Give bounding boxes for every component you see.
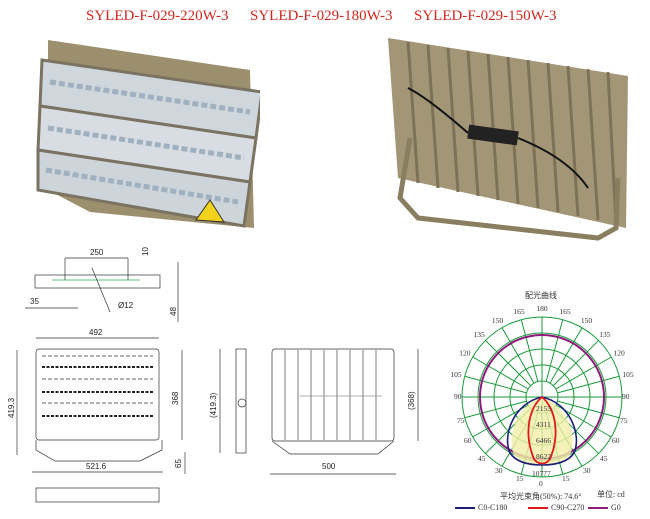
- angle-label: 180: [536, 304, 548, 313]
- unit-label: 单位: cd: [597, 490, 625, 499]
- back-product-photo: [388, 38, 628, 241]
- dim-250: 250: [90, 248, 104, 257]
- angle-label: 150: [581, 316, 593, 325]
- grid-spoke: [472, 356, 529, 390]
- legend-label: C0-C180: [478, 503, 508, 512]
- technical-drawing: 250 10 35 Ø12 48 492 419.3 368 521.6 65: [7, 247, 419, 503]
- angle-label: 60: [464, 436, 472, 445]
- angle-label: 15: [516, 474, 524, 483]
- angle-label: 45: [478, 454, 486, 463]
- grid-spoke: [549, 327, 583, 384]
- dim-368: 368: [171, 391, 180, 405]
- angle-label: 150: [492, 316, 504, 325]
- angle-label: 165: [513, 307, 525, 316]
- ring-value: 10777: [532, 469, 551, 478]
- angle-label: 165: [559, 307, 571, 316]
- angle-label: 15: [562, 474, 570, 483]
- model-title-150w: SYLED-F-029-150W-3: [414, 8, 557, 24]
- dim-48: 48: [169, 307, 178, 316]
- polar-title: 配光曲线: [525, 291, 557, 300]
- grid-spoke: [464, 400, 527, 419]
- dim-35: 35: [30, 297, 39, 306]
- dim-419: 419.3: [7, 397, 16, 418]
- angle-label: 60: [612, 436, 620, 445]
- angle-label: 120: [613, 349, 625, 358]
- angle-label: 45: [600, 454, 608, 463]
- grid-spoke: [555, 356, 612, 390]
- grid-spoke: [464, 375, 527, 394]
- ring-value: 6466: [536, 436, 551, 445]
- angle-label: 120: [459, 349, 471, 358]
- dim-side-419: (419.3): [209, 392, 218, 418]
- dim-65: 65: [174, 459, 183, 468]
- ring-value: 8622: [536, 452, 551, 461]
- angle-label: 105: [450, 370, 462, 379]
- grid-spoke: [552, 340, 599, 387]
- beam-angle: 平均光束角(50%): 74.6°: [500, 492, 582, 501]
- c0-c180-curve: [506, 396, 578, 466]
- back-view: 500 (368): [270, 348, 419, 475]
- grid-spoke: [501, 327, 535, 384]
- beam-fill: [511, 397, 573, 465]
- angle-label: 135: [599, 330, 611, 339]
- front-view: 492 419.3 368 521.6 65: [7, 328, 186, 503]
- front-product-photo: [36, 40, 260, 228]
- angle-label: 30: [583, 466, 591, 475]
- grid-spoke: [520, 319, 539, 382]
- dim-back-368: (368): [407, 391, 416, 410]
- c90-c270-curve: [527, 395, 557, 465]
- top-view: 250 10 35 Ø12 48: [25, 247, 179, 322]
- angle-label: 135: [473, 330, 485, 339]
- legend-label: G0: [611, 503, 621, 512]
- ring-value: 2155: [536, 404, 551, 413]
- legend-c90: C90-C270: [528, 503, 584, 512]
- angle-label: 30: [495, 466, 503, 475]
- legend-c0: C0-C180: [455, 503, 507, 512]
- model-title-180w: SYLED-F-029-180W-3: [250, 8, 393, 24]
- angle-label: 0: [539, 479, 543, 488]
- dim-10: 10: [141, 247, 150, 256]
- dim-hole: Ø12: [118, 301, 134, 310]
- angle-label: 75: [457, 416, 465, 425]
- dim-492: 492: [89, 328, 103, 337]
- legend-label: C90-C270: [551, 503, 585, 512]
- dim-521: 521.6: [86, 462, 107, 471]
- dim-500: 500: [322, 462, 336, 471]
- grid-spoke: [557, 400, 620, 419]
- grid-spoke: [545, 319, 564, 382]
- ring-value: 4311: [536, 420, 551, 429]
- angle-label: 105: [622, 370, 634, 379]
- angle-label: 90: [454, 392, 462, 401]
- model-title-220w: SYLED-F-029-220W-3: [86, 8, 229, 24]
- grid-spoke: [557, 375, 620, 394]
- legend-g0: G0: [588, 503, 621, 512]
- angle-label: 90: [622, 392, 630, 401]
- grid-spoke: [485, 340, 532, 387]
- side-view: (419.3): [209, 348, 247, 454]
- angle-label: 75: [620, 416, 628, 425]
